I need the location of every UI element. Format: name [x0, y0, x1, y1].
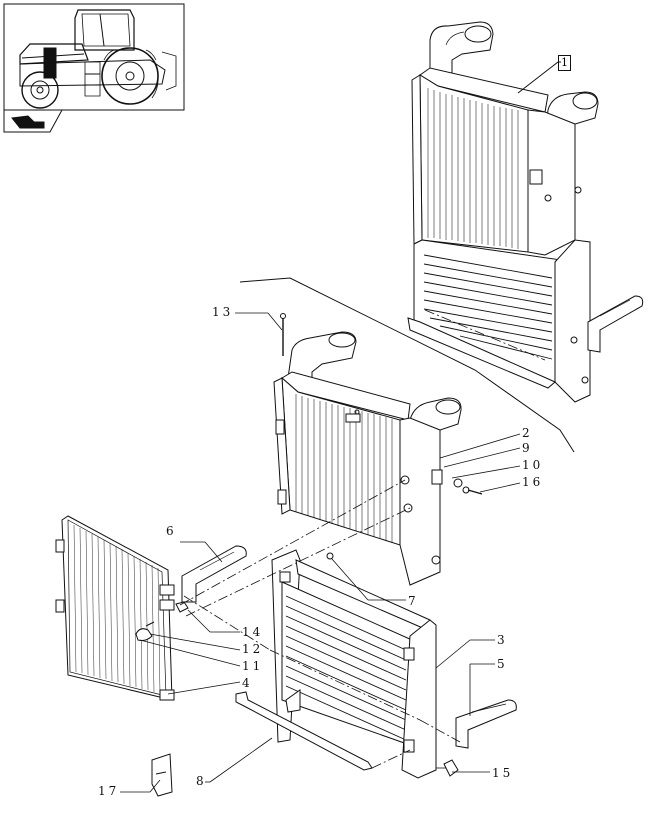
callout-4: 4: [242, 676, 253, 690]
callout-8: 8: [196, 774, 207, 788]
intercooler-core: [273, 331, 462, 586]
callout-16: 16: [522, 475, 544, 489]
callout-12: 12: [242, 642, 264, 656]
callout-7: 7: [408, 594, 419, 608]
assembled-cooler-pack: [407, 21, 644, 403]
callout-17: 17: [98, 784, 120, 798]
callout-6: 6: [166, 524, 177, 538]
callout-5: 5: [497, 657, 508, 671]
callout-9: 9: [522, 441, 533, 455]
reference-label-1: 1: [558, 55, 571, 71]
callout-10: 10: [522, 458, 544, 472]
callout-13: 13: [212, 305, 234, 319]
callout-2: 2: [522, 426, 533, 440]
callout-3: 3: [497, 633, 508, 647]
next-page-arrow-icon[interactable]: [3, 109, 63, 133]
callout-11: 11: [242, 659, 264, 673]
condenser-panel: [55, 515, 175, 701]
tractor-thumbnail: [3, 3, 185, 111]
callout-15: 15: [492, 766, 514, 780]
callout-14: 14: [242, 625, 264, 639]
